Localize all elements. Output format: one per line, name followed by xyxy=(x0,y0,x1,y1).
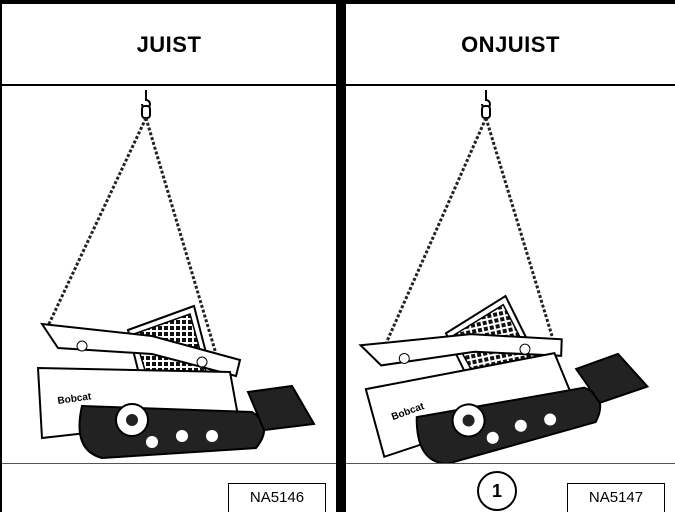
bobcat-loader-level-lift-icon: Bobcat xyxy=(2,86,336,464)
panel-title-correct: JUIST xyxy=(2,30,336,60)
figure-code-incorrect: NA5147 xyxy=(567,483,665,512)
bobcat-loader-tilted-lift-icon: Bobcat xyxy=(346,86,675,464)
panel-divider xyxy=(336,0,346,512)
ground-line-incorrect xyxy=(346,463,675,464)
panel-title-incorrect: ONJUIST xyxy=(346,30,675,60)
figure-code-correct: NA5146 xyxy=(228,483,326,512)
ground-line-correct xyxy=(2,463,336,464)
callout-marker: 1 xyxy=(477,471,517,511)
